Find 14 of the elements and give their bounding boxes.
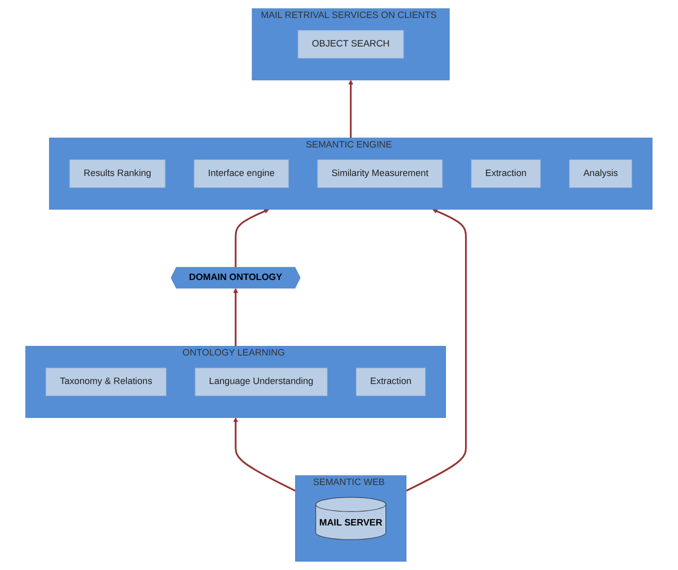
node-box: OBJECT SEARCH <box>298 30 404 59</box>
arrow <box>233 417 296 492</box>
node-box: Extraction <box>356 368 426 396</box>
node-box: Extraction <box>471 159 541 188</box>
node-box: Language Understanding <box>194 368 328 396</box>
arrow <box>233 288 238 346</box>
node-box: Interface engine <box>194 159 289 188</box>
node-box: Similarity Measurement <box>317 159 443 188</box>
arrow <box>234 208 270 268</box>
arrow <box>406 208 467 492</box>
arrow <box>348 80 354 138</box>
node-box: Taxonomy & Relations <box>46 368 166 396</box>
node-box: Analysis <box>569 159 632 188</box>
node-box: Results Ranking <box>70 159 166 188</box>
